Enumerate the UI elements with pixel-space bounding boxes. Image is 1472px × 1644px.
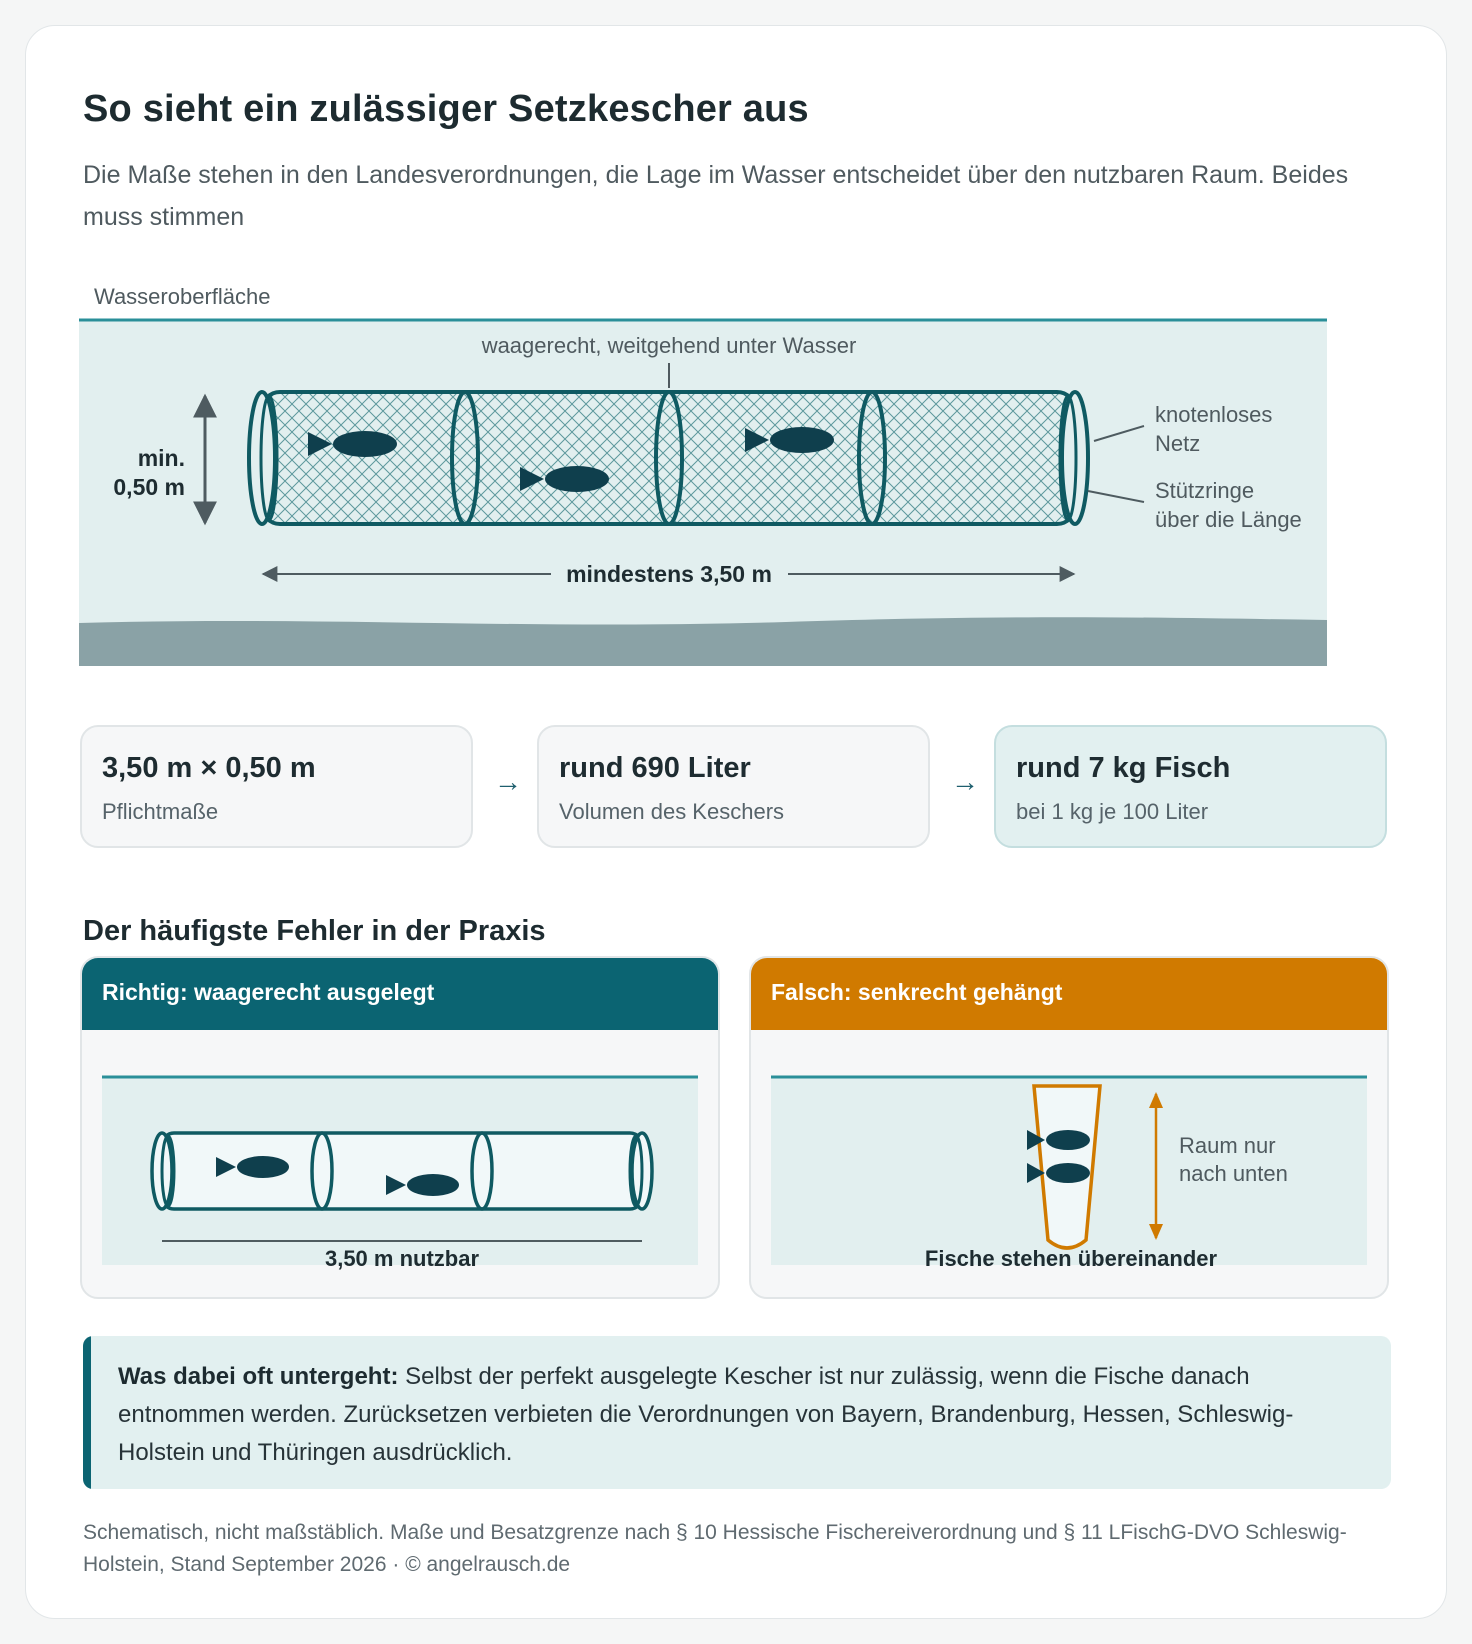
wrong-panel: Falsch: senkrecht gehängt Raum nur nach … [749, 956, 1389, 1299]
volume-value: rund 690 Liter [559, 752, 751, 784]
arrow-up-icon [1149, 1092, 1163, 1108]
fish-icon [386, 1174, 459, 1196]
keepnet-horizontal [150, 1131, 654, 1211]
support-ring [310, 1131, 334, 1211]
wrong-illustration: Raum nur nach unten Fische stehen überei… [771, 1075, 1367, 1271]
height-label-line2: 0,50 m [113, 474, 185, 500]
dimension-value: 3,50 m × 0,50 m [102, 752, 316, 784]
capacity-value: rund 7 kg Fisch [1016, 752, 1231, 784]
dimension-caption: Pflichtmaße [102, 799, 219, 824]
support-ring [654, 390, 684, 526]
footer-source: Schematisch, nicht maßstäblich. Maße und… [83, 1521, 1347, 1576]
note-body: Selbst der perfekt ausgelegte Kescher is… [118, 1363, 1294, 1466]
height-label-line1: min. [138, 445, 185, 471]
space-label-line2: nach unten [1179, 1161, 1288, 1186]
support-ring [470, 1131, 494, 1211]
support-ring [450, 390, 480, 526]
volume-caption: Volumen des Keschers [559, 799, 785, 824]
capacity-caption: bei 1 kg je 100 Liter [1016, 799, 1209, 824]
correct-panel: Richtig: waagerecht ausgelegt 3,50 m nut… [80, 956, 720, 1299]
net-label-line1: knotenloses [1155, 402, 1272, 427]
dimension-box: 3,50 m × 0,50 m Pflichtmaße [80, 725, 473, 848]
rings-label-line2: über die Länge [1155, 507, 1302, 532]
note-lead: Was dabei oft untergeht: [118, 1363, 399, 1390]
wrong-panel-title: Falsch: senkrecht gehängt [751, 958, 1387, 1030]
fish-icon [520, 466, 609, 492]
note-text: Was dabei oft untergeht: Selbst der perf… [118, 1358, 1368, 1472]
rings-pointer [1087, 490, 1145, 503]
rings-label-line1: Stützringe [1155, 478, 1254, 503]
capacity-box: rund 7 kg Fisch bei 1 kg je 100 Liter [994, 725, 1387, 848]
arrow-right-icon: → [951, 766, 979, 797]
correct-caption: 3,50 m nutzbar [325, 1246, 479, 1271]
keepnet-horizontal [247, 390, 1090, 526]
page-subtitle: Die Maße stehen in den Landesverordnunge… [83, 161, 1349, 231]
note-accent-bar [83, 1336, 91, 1489]
fish-icon [745, 427, 834, 453]
infographic-card: So sieht ein zulässiger Setzkescher aus … [25, 25, 1447, 1619]
river-bed [79, 617, 1327, 666]
page-title: So sieht ein zulässiger Setzkescher aus [83, 88, 809, 130]
support-ring [857, 390, 887, 526]
fish-icon [1027, 1130, 1090, 1150]
volume-box: rund 690 Liter Volumen des Keschers [537, 725, 930, 848]
net-label-line2: Netz [1155, 431, 1200, 456]
length-label: mindestens 3,50 m [566, 561, 772, 587]
keepnet-diagram: Wasseroberfläche waagerecht, weitgehend … [79, 284, 1327, 666]
surface-label: Wasseroberfläche [94, 284, 270, 309]
info-note: Was dabei oft untergeht: Selbst der perf… [83, 1336, 1391, 1489]
net-pointer [1093, 425, 1145, 442]
mistakes-heading: Der häufigste Fehler in der Praxis [83, 915, 546, 947]
position-label: waagerecht, weitgehend unter Wasser [481, 333, 857, 358]
fish-icon [308, 431, 397, 457]
wrong-caption: Fische stehen übereinander [925, 1246, 1218, 1271]
fish-icon [216, 1156, 289, 1178]
fish-icon [1027, 1163, 1090, 1183]
space-label-line1: Raum nur [1179, 1133, 1276, 1158]
correct-panel-title: Richtig: waagerecht ausgelegt [82, 958, 718, 1030]
arrow-right-icon: → [494, 766, 522, 797]
arrow-down-icon [1149, 1224, 1163, 1240]
fish-group [308, 427, 834, 492]
correct-illustration: 3,50 m nutzbar [102, 1075, 698, 1271]
